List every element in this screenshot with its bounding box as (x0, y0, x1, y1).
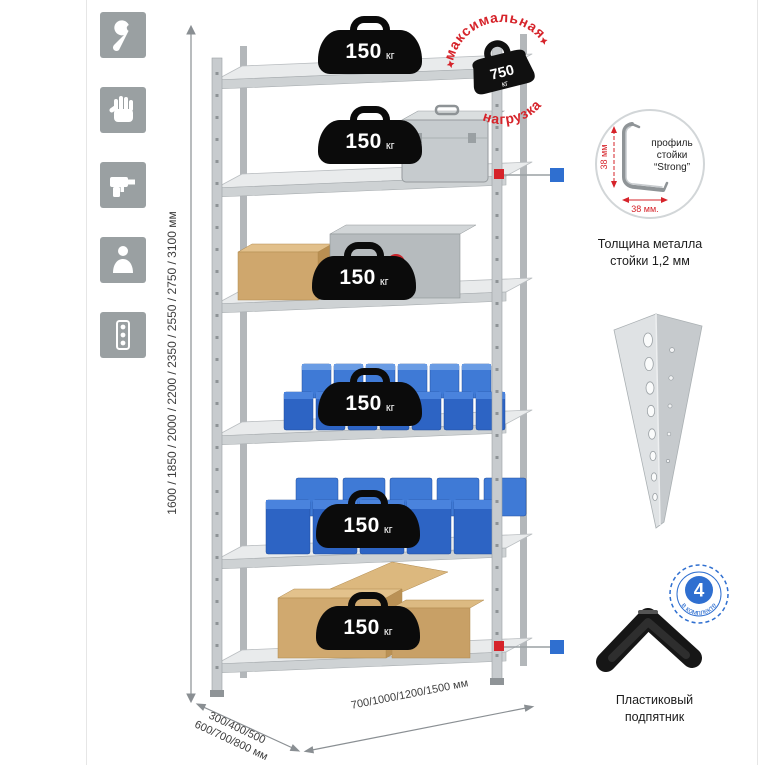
depth-dimension-line (195, 703, 301, 752)
fasteners-icon (100, 312, 146, 358)
profile-dim-horizontal: 38 мм. (631, 204, 658, 214)
max-load-unit: кг (501, 78, 509, 88)
rack-back-posts (240, 34, 527, 678)
glove-icon (100, 87, 146, 133)
max-load-stamp: максимальная нагрузка 750 кг (432, 0, 551, 133)
sparkle-icon (446, 60, 455, 69)
shelf-load-badge: 150 кг (316, 504, 420, 548)
profile-label-line2: стойки (657, 150, 688, 161)
load-value: 150 (345, 40, 382, 63)
aluminium-case (400, 104, 506, 183)
shelf-load-badge: 150 кг (312, 256, 416, 300)
post-holes-side (666, 347, 675, 463)
post-holes (643, 332, 658, 501)
plastic-foot-callout: в комплекте 4 Пластиковый подпятник (572, 562, 737, 724)
load-unit: кг (385, 49, 395, 62)
height-dimension-line (186, 24, 196, 704)
profile-section-drawing (622, 122, 669, 192)
kit-quantity-badge: в комплекте 4 (669, 564, 729, 624)
shelf-load-badge: 150 кг (318, 30, 422, 74)
profile-dimensions (611, 126, 668, 203)
plastic-foot-caption: Пластиковый подпятник (615, 693, 694, 724)
height-dimension-label: 1600 / 1850 / 2000 / 2200 / 2350 / 2550 … (165, 211, 179, 515)
profile-label-line1: профиль (651, 137, 692, 149)
right-page-rule (757, 0, 758, 765)
wrench-icon (100, 12, 146, 58)
svg-text:нагрузка: нагрузка (478, 94, 547, 133)
plastic-foot-image (595, 608, 702, 672)
width-dimension-line (303, 704, 535, 754)
profile-dim-vertical: 38 мм (599, 145, 609, 170)
left-page-rule (86, 0, 87, 765)
sparkle-icon (539, 37, 548, 45)
profile-label-line3: “Strong” (654, 162, 690, 173)
max-load-value: 750 (489, 62, 516, 83)
person-icon (100, 237, 146, 283)
kit-badge-text: в комплекте (679, 601, 718, 617)
max-load-weight-icon: 750 кг (472, 40, 535, 95)
drill-icon (100, 162, 146, 208)
shelf-load-badge: 150 кг (318, 120, 422, 164)
profile-caption: Толщина металла стойки 1,2 мм (597, 237, 703, 268)
shelf-load-badge: 150 кг (318, 382, 422, 426)
connector-markers (494, 168, 564, 654)
svg-text:в комплекте: в комплекте (679, 601, 718, 617)
shelf-load-badge: 150 кг (316, 606, 420, 650)
post-profile-callout: 38 мм 38 мм. профиль стойки “Strong” Тол… (570, 102, 730, 270)
kit-badge-value: 4 (694, 581, 705, 602)
max-load-text-bottom: нагрузка (478, 94, 547, 133)
perforated-post-illustration (613, 313, 703, 529)
